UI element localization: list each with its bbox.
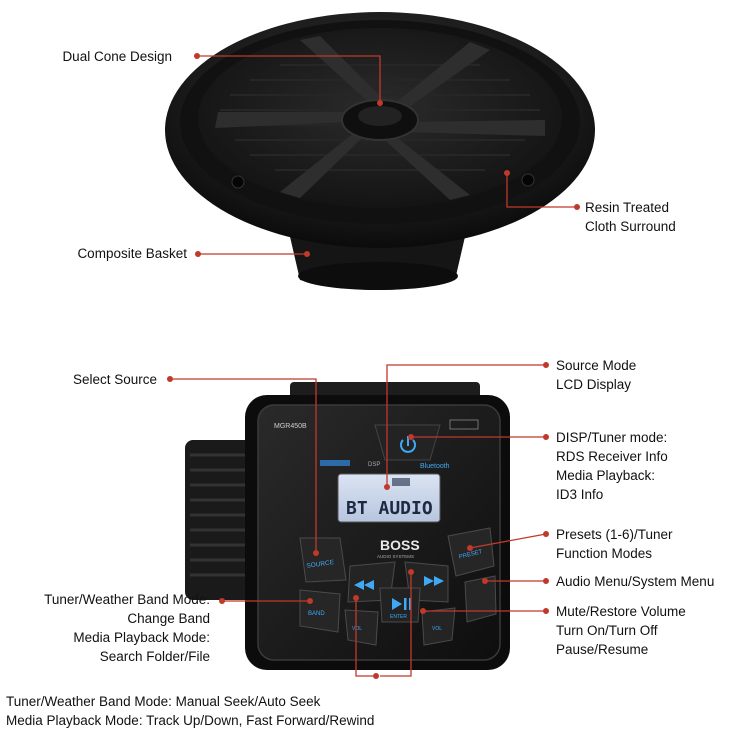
callout-mute: Mute/Restore Volume Turn On/Turn Off Pau… <box>556 604 686 657</box>
preset-label: PRESET <box>458 549 483 561</box>
disp-label: DSP <box>368 462 380 468</box>
callout-band: Tuner/Weather Band Mode: Change Band Med… <box>44 592 210 664</box>
vol-up-label: VOL <box>432 626 442 632</box>
marine-speaker <box>165 12 595 290</box>
callout-dual-cone: Dual Cone Design <box>62 49 172 64</box>
preset-button[interactable] <box>447 527 495 577</box>
lcd-text: BT AUDIO <box>346 498 433 519</box>
callout-seek: Tuner/Weather Band Mode: Manual Seek/Aut… <box>6 694 375 728</box>
audio-menu-button[interactable] <box>464 575 497 623</box>
source-label: SOURCE <box>306 559 335 570</box>
power-icon <box>400 436 416 453</box>
band-label: BAND <box>308 611 325 617</box>
next-track-icon <box>424 576 444 586</box>
brand-sub: AUDIO SYSTEMS <box>377 554 414 559</box>
enter-label: ENTER <box>390 614 407 620</box>
callout-dots <box>167 53 580 679</box>
callout-disp-tuner: DISP/Tuner mode: RDS Receiver Info Media… <box>556 430 668 502</box>
play-pause-icon <box>392 598 412 610</box>
callout-lines <box>170 55 577 677</box>
brand-logo: BOSS <box>380 537 420 553</box>
callout-composite-basket: Composite Basket <box>77 246 187 261</box>
callout-audio-menu: Audio Menu/System Menu <box>556 574 715 589</box>
callout-resin-surround: Resin Treated Cloth Surround <box>585 200 676 234</box>
marine-receiver: MGR450B DSP Bluetooth BT AUDIO BOSS AUDI… <box>185 382 510 670</box>
prev-track-icon <box>354 580 374 590</box>
vol-down-label: VOL <box>352 626 362 632</box>
grille-spokes <box>215 36 545 200</box>
model-label: MGR450B <box>274 423 307 430</box>
callout-presets: Presets (1-6)/Tuner Function Modes <box>556 527 673 561</box>
vol-down-button[interactable] <box>344 609 379 646</box>
bluetooth-label: Bluetooth <box>420 463 450 470</box>
lcd-display <box>337 473 441 523</box>
vol-up-button[interactable] <box>421 607 456 646</box>
callout-select-source: Select Source <box>72 372 157 387</box>
source-button[interactable] <box>299 537 347 583</box>
callout-source-mode: Source Mode LCD Display <box>556 358 637 392</box>
